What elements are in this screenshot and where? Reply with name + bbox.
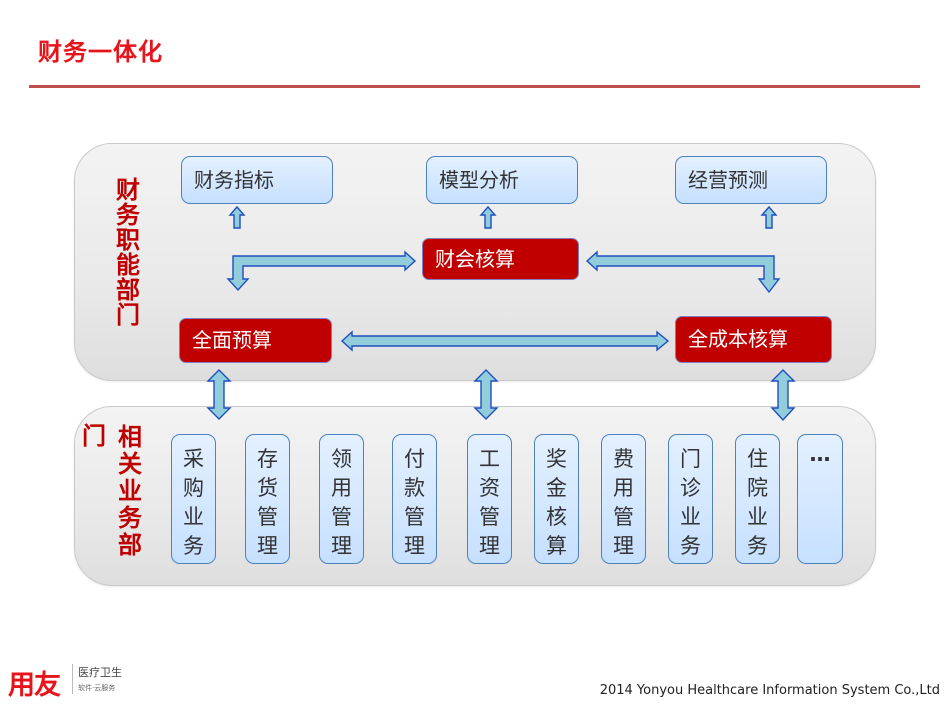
logo-subtitle: 医疗卫生 bbox=[78, 666, 122, 679]
module-outpatient[interactable]: 门诊业务 bbox=[668, 434, 713, 564]
double-arrow-icon bbox=[340, 330, 670, 352]
logo-divider bbox=[72, 664, 73, 694]
more-ellipsis: … bbox=[809, 442, 831, 466]
logo-tagline: 软件·云服务 bbox=[78, 684, 116, 692]
bent-arrow-icon bbox=[226, 250, 417, 292]
module-label: 住院业务 bbox=[747, 447, 768, 558]
module-more[interactable]: … bbox=[797, 434, 843, 564]
module-payment[interactable]: 付款管理 bbox=[392, 434, 437, 564]
finance-department-label: 财务职能部门 bbox=[116, 176, 140, 329]
module-label: 存货管理 bbox=[257, 447, 278, 558]
module-requisition[interactable]: 领用管理 bbox=[319, 434, 364, 564]
module-label: 奖金核算 bbox=[546, 447, 567, 558]
up-arrow-icon bbox=[760, 205, 778, 229]
module-label: 领用管理 bbox=[331, 447, 352, 558]
title-divider bbox=[29, 85, 920, 88]
module-full-cost-accounting[interactable]: 全成本核算 bbox=[675, 316, 832, 363]
business-department-label-part1: 门 bbox=[82, 422, 106, 450]
output-model-analysis[interactable]: 模型分析 bbox=[426, 156, 578, 204]
vertical-double-arrow-icon bbox=[770, 369, 796, 422]
vertical-double-arrow-icon bbox=[473, 369, 499, 420]
module-expenses[interactable]: 费用管理 bbox=[601, 434, 646, 564]
vertical-double-arrow-icon bbox=[206, 369, 232, 420]
output-business-forecast[interactable]: 经营预测 bbox=[675, 156, 827, 204]
up-arrow-icon bbox=[479, 205, 497, 229]
module-payroll[interactable]: 工资管理 bbox=[467, 434, 512, 564]
module-bonus[interactable]: 奖金核算 bbox=[534, 434, 579, 564]
bent-arrow-icon bbox=[585, 250, 781, 294]
module-label: 工资管理 bbox=[479, 447, 500, 558]
business-department-label-part2: 相关业务部 bbox=[118, 423, 142, 559]
yonyou-logo: 用友 bbox=[8, 670, 61, 701]
module-label: 费用管理 bbox=[613, 447, 634, 558]
module-accounting[interactable]: 财会核算 bbox=[422, 238, 579, 280]
output-financial-indicators[interactable]: 财务指标 bbox=[181, 156, 333, 204]
module-inventory[interactable]: 存货管理 bbox=[245, 434, 290, 564]
page-title: 财务一体化 bbox=[38, 38, 163, 66]
module-label: 采购业务 bbox=[183, 447, 204, 558]
module-label: 门诊业务 bbox=[680, 447, 701, 558]
module-inpatient[interactable]: 住院业务 bbox=[735, 434, 780, 564]
module-comprehensive-budget[interactable]: 全面预算 bbox=[179, 318, 332, 363]
module-label: 付款管理 bbox=[404, 447, 425, 558]
module-procurement[interactable]: 采购业务 bbox=[171, 434, 216, 564]
copyright-text: 2014 Yonyou Healthcare Information Syste… bbox=[599, 683, 940, 698]
up-arrow-icon bbox=[228, 205, 246, 229]
